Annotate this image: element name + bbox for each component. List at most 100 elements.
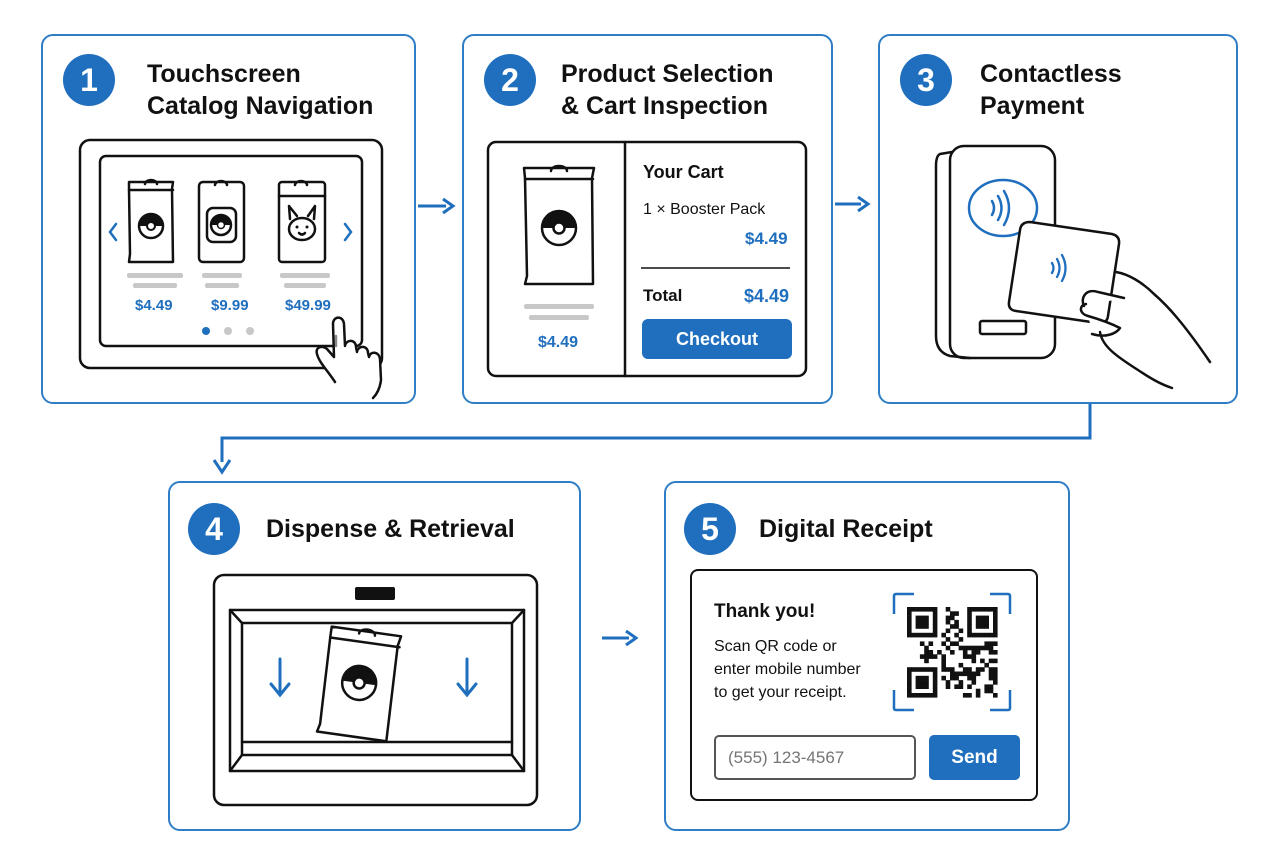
cart-item-price: $4.49 [745, 229, 788, 248]
flow-arrow-1-2 [418, 197, 456, 215]
pikachu-pack-icon[interactable] [277, 179, 327, 264]
card-box-icon[interactable] [197, 179, 246, 264]
qr-module [919, 641, 925, 646]
qr-module [975, 693, 981, 698]
qr-module [967, 693, 972, 698]
qr-module [993, 628, 998, 634]
qr-module [907, 680, 912, 685]
checkout-button[interactable]: Checkout [642, 319, 792, 359]
qr-module [975, 667, 981, 672]
qr-module [924, 684, 929, 689]
step-5-badge: 5 [684, 503, 736, 555]
qr-module [919, 632, 925, 638]
flow-arrow-2-3 [835, 195, 871, 213]
qr-module [954, 624, 959, 629]
qr-module [924, 645, 929, 651]
qr-module [954, 675, 959, 681]
cart-total-value: $4.49 [744, 286, 790, 306]
step-5-title: Digital Receipt [759, 513, 933, 545]
qr-module [932, 654, 938, 659]
qr-module [967, 684, 972, 689]
chevron-right-icon[interactable] [343, 222, 353, 242]
qr-module [988, 684, 994, 689]
receipt-instructions: Scan QR code or enter mobile number to g… [714, 635, 861, 704]
qr-module [958, 671, 964, 677]
qr-module [941, 658, 946, 664]
qr-module [932, 671, 938, 677]
qr-module [932, 693, 938, 698]
qr-module [975, 645, 981, 651]
flow-arrow-4-5 [602, 629, 639, 647]
qr-module [932, 684, 938, 689]
step-2-title-line2: & Cart Inspection [561, 92, 768, 120]
tapping-hand-icon [315, 316, 383, 400]
qr-module [984, 688, 989, 694]
qr-module [962, 667, 968, 672]
qr-module [945, 637, 951, 642]
qr-module [980, 615, 985, 621]
qr-module [962, 645, 968, 651]
chevron-left-icon[interactable] [108, 222, 118, 242]
qr-module [941, 654, 946, 659]
qr-module [958, 645, 964, 651]
qr-module [915, 632, 921, 638]
qr-module [967, 632, 972, 638]
qr-module [932, 615, 938, 621]
qr-module [950, 671, 955, 677]
step-3-badge: 3 [900, 54, 952, 106]
qr-module [941, 667, 946, 672]
booster-pack-icon[interactable] [127, 178, 175, 264]
hand-icon [1079, 270, 1212, 390]
send-button[interactable]: Send [929, 735, 1020, 780]
qr-module [975, 671, 981, 677]
qr-module [941, 632, 946, 638]
step-1-panel: 1 Touchscreen Catalog Navigation [41, 34, 416, 404]
qr-module [928, 641, 934, 646]
step-1-title: Touchscreen Catalog Navigation [147, 58, 373, 122]
qr-module [932, 611, 938, 616]
qr-module [924, 619, 929, 625]
qr-module [907, 693, 912, 698]
qr-module [911, 667, 916, 672]
step-2-badge: 2 [484, 54, 536, 106]
qr-module [993, 624, 998, 629]
payment-illustration [934, 144, 1212, 390]
qr-module [980, 632, 985, 638]
qr-module [932, 688, 938, 694]
qr-module [911, 693, 916, 698]
qr-module [932, 607, 938, 612]
qr-module [980, 667, 985, 672]
qr-module [907, 671, 912, 677]
qr-module [967, 671, 972, 677]
catalog-price-3: $49.99 [285, 297, 331, 314]
qr-module [993, 658, 998, 664]
step-3-panel: 3 Contactless Payment [878, 34, 1238, 404]
phone-number-input[interactable] [714, 735, 916, 780]
qr-module [945, 667, 951, 672]
qr-code-icon[interactable] [892, 592, 1012, 712]
qr-module [988, 667, 994, 672]
qr-module [984, 607, 989, 612]
qr-module [993, 607, 998, 612]
cart-total-label: Total [643, 286, 683, 305]
qr-module [993, 650, 998, 655]
qr-module [988, 658, 994, 664]
cart-item-line: 1 × Booster Pack [643, 201, 766, 218]
qr-module [971, 650, 977, 655]
qr-module [962, 654, 968, 659]
qr-module [915, 680, 921, 685]
qr-module [967, 654, 972, 659]
down-arrow-icon [456, 657, 478, 698]
qr-module [907, 628, 912, 634]
qr-module [907, 607, 912, 612]
qr-module [958, 662, 964, 668]
qr-module [988, 641, 994, 646]
qr-module [907, 684, 912, 689]
qr-module [954, 632, 959, 638]
qr-module [932, 628, 938, 634]
qr-module [907, 688, 912, 694]
qr-module [975, 632, 981, 638]
step-3-title: Contactless Payment [980, 58, 1122, 122]
qr-module [984, 619, 989, 625]
qr-module [907, 675, 912, 681]
